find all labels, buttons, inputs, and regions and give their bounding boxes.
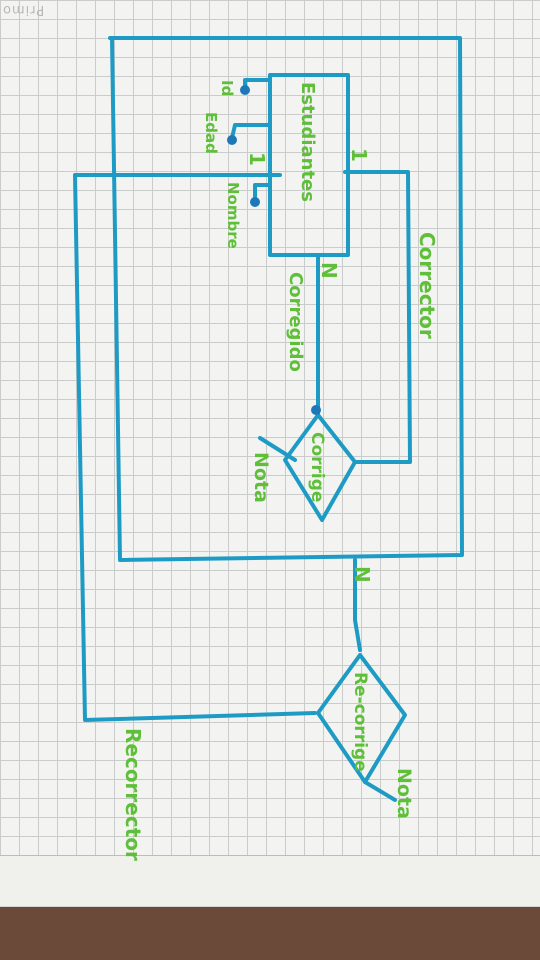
recorrige-connector-line xyxy=(353,558,362,652)
recorrector-loop-line xyxy=(73,173,317,722)
attr-edad-dot xyxy=(227,135,237,145)
paper-margin-strip xyxy=(0,855,540,906)
attr-nombre-label: Nombre xyxy=(224,182,242,249)
cardinality-corregido: N xyxy=(317,262,341,279)
attr-id-label: Id xyxy=(218,80,236,96)
attr-nombre-line xyxy=(253,183,272,202)
corrige-connector-line xyxy=(343,170,412,464)
nota1-line xyxy=(258,436,297,462)
attr-edad-line xyxy=(230,123,272,140)
corrector-label: Corrector xyxy=(415,232,439,339)
attr-id-dot xyxy=(240,85,250,95)
entity-box xyxy=(268,73,350,257)
cardinality-recorrige: N xyxy=(350,566,374,583)
recorrector-label: Recorrector xyxy=(121,728,145,861)
nota2-label: Nota xyxy=(393,768,415,819)
attr-edad-label: Edad xyxy=(202,112,220,154)
cardinality-corrector: 1 xyxy=(347,148,371,162)
attr-nombre-dot xyxy=(250,197,260,207)
nota2-line xyxy=(363,780,397,802)
corrector-loop-line xyxy=(108,36,464,562)
nota1-label: Nota xyxy=(250,452,272,503)
cardinality-recorrector: 1 xyxy=(245,152,269,166)
entity-label: Estudiantes xyxy=(297,82,318,202)
corregido-dot xyxy=(311,405,321,415)
recorrige-label: Re-corrige xyxy=(350,672,370,772)
corrige-label: Corrige xyxy=(307,432,327,502)
corrige-diamond xyxy=(283,413,357,522)
corregido-label: Corregido xyxy=(285,272,306,372)
